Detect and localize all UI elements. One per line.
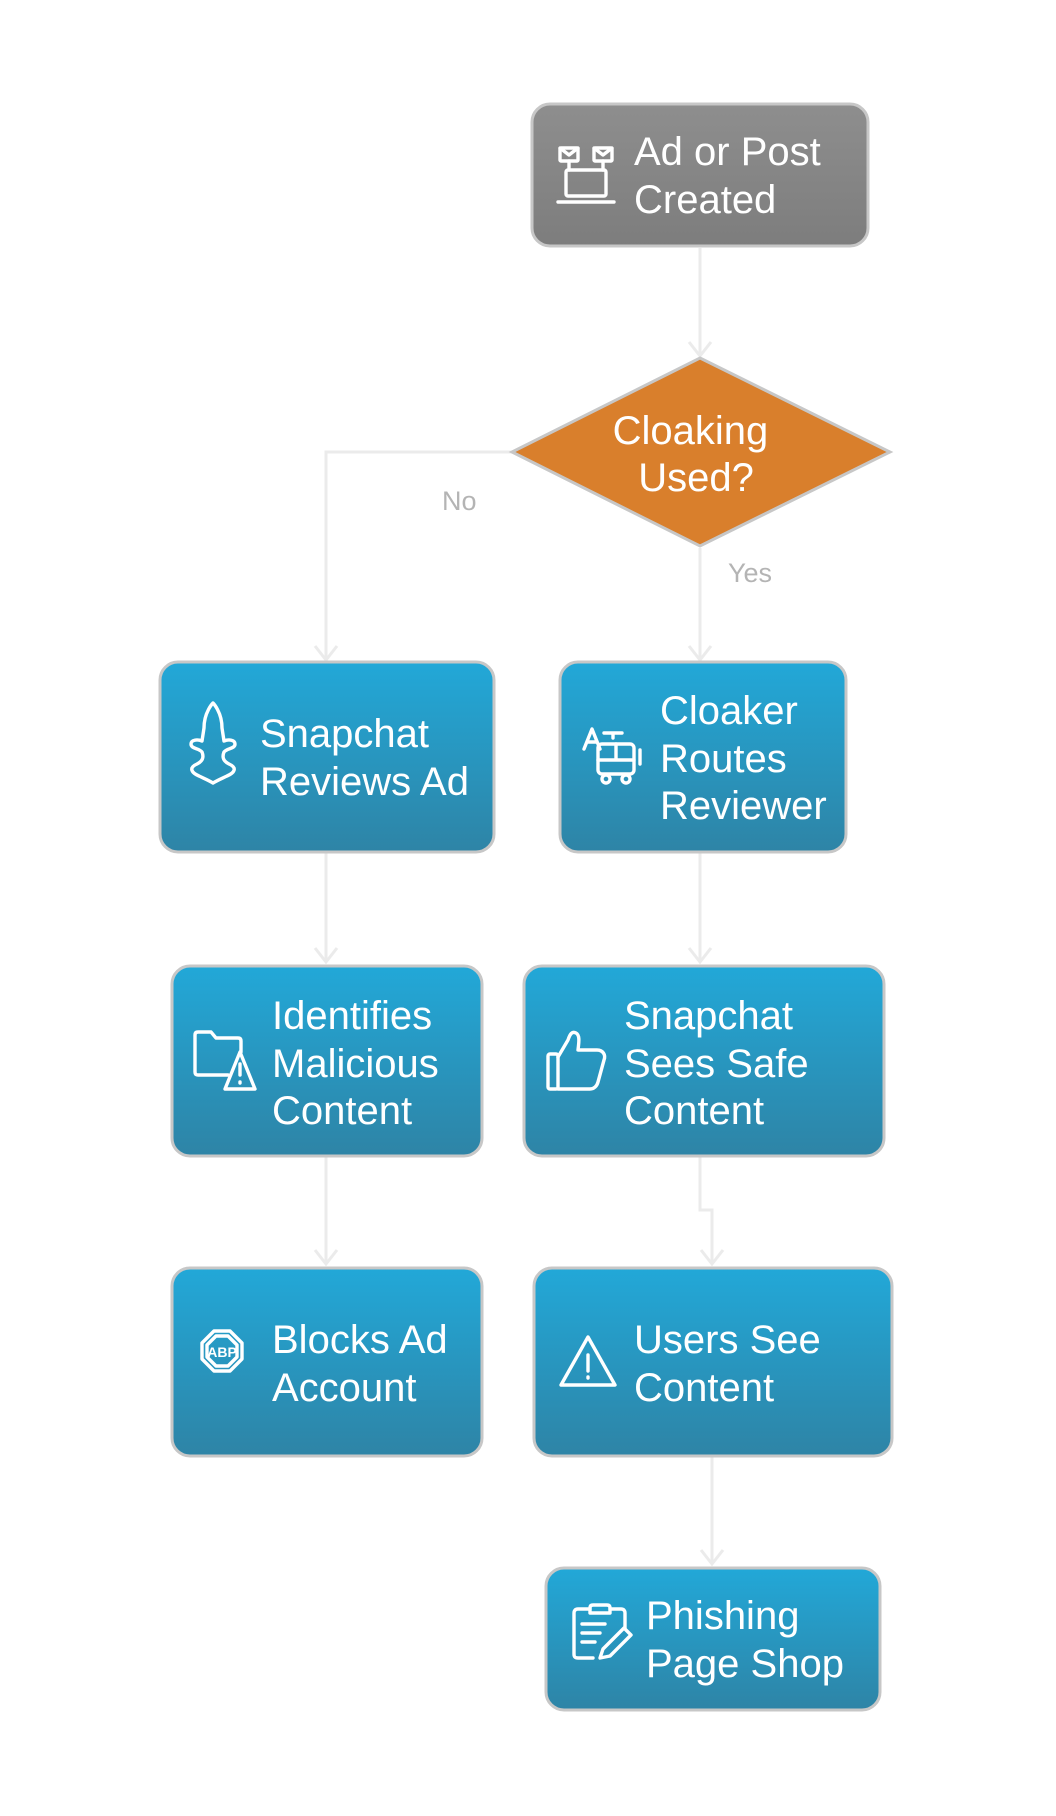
- label-line: Users See: [634, 1318, 821, 1362]
- snapchat-ghost-icon: [189, 701, 237, 785]
- node-phishing-page-shop: Phishing Page Shop: [544, 1566, 882, 1712]
- edge-label-yes: Yes: [728, 558, 772, 588]
- node-cloaking-used-decision: Cloaking Used?: [508, 356, 894, 548]
- label-line: Ad or Post: [634, 130, 821, 174]
- node-snapchat-reviews-ad: Snapchat Reviews Ad: [158, 660, 496, 854]
- label-line: Identifies: [272, 994, 432, 1038]
- node-users-see-content: Users See Content: [532, 1266, 894, 1458]
- svg-text:Phishing Page Shop: Phishing Page Shop: [646, 1594, 844, 1686]
- label-line: Snapchat: [624, 994, 793, 1038]
- label-line: Cloaker: [660, 689, 798, 733]
- label-line: Content: [272, 1089, 412, 1133]
- svg-text:Snapchat Reviews Ad: Snapchat Reviews Ad: [260, 712, 469, 804]
- laptop-mail-icon: [556, 146, 616, 204]
- label-line: Routes: [660, 737, 787, 781]
- svg-text:Blocks Ad Account: Blocks Ad Account: [272, 1318, 459, 1410]
- label-line: Content: [634, 1366, 774, 1410]
- label-line: Page Shop: [646, 1642, 844, 1686]
- label-line: Snapchat: [260, 712, 429, 756]
- node-ad-or-post-created: Ad or Post Created: [530, 102, 870, 248]
- clipboard-edit-icon: [572, 1603, 633, 1660]
- abp-icon: ABP: [200, 1329, 244, 1373]
- edge-sees-safe-to-users-see: [698, 1154, 714, 1264]
- label-line: Account: [272, 1366, 417, 1410]
- label-line: Created: [634, 178, 776, 222]
- edge-arrowhead: [313, 947, 339, 965]
- thumbs-up-icon: [546, 1030, 607, 1091]
- node-snapchat-sees-safe-content: Snapchat Sees Safe Content: [522, 964, 886, 1158]
- edge-arrowhead: [687, 341, 713, 359]
- label-line: Blocks Ad: [272, 1318, 448, 1362]
- edge-arrowhead: [699, 1249, 725, 1267]
- label-line: Used?: [638, 456, 754, 500]
- label-line: Cloaking: [613, 409, 769, 453]
- edge-arrowhead: [313, 1249, 339, 1267]
- translate-bus-icon: [582, 727, 642, 785]
- label-line: Phishing: [646, 1594, 799, 1638]
- svg-text:Snapchat Sees Safe: Snapchat Sees Safe Content: [624, 994, 820, 1133]
- node-blocks-ad-account: ABP Blocks Ad Account: [170, 1266, 484, 1458]
- label-line: Malicious: [272, 1042, 439, 1086]
- label-line: Reviewer: [660, 784, 827, 828]
- svg-text:Cloaker Routes Rev: Cloaker Routes Reviewer: [660, 689, 827, 828]
- label-line: Content: [624, 1089, 764, 1133]
- svg-text:ABP: ABP: [207, 1344, 237, 1360]
- svg-text:Identifies Malicious: Identifies Malicious Content: [272, 994, 450, 1133]
- folder-warning-icon: [193, 1030, 257, 1091]
- warning-icon: [559, 1335, 617, 1387]
- edge-arrowhead: [687, 947, 713, 965]
- edge-arrowhead: [313, 645, 339, 663]
- svg-text:Cloaking Used?: Cloaking Used?: [613, 409, 780, 500]
- node-identifies-malicious-content: Identifies Malicious Content: [170, 964, 484, 1158]
- edge-decision-no: [324, 450, 512, 660]
- svg-text:Users See Content: Users See Content: [634, 1318, 832, 1410]
- edge-arrowhead: [699, 1549, 725, 1567]
- label-line: Reviews Ad: [260, 760, 469, 804]
- label-line: Sees Safe: [624, 1042, 809, 1086]
- edge-arrowhead: [687, 645, 713, 663]
- svg-text:Ad or Post Created: Ad or Post Created: [634, 130, 832, 222]
- edge-label-no: No: [442, 486, 477, 516]
- node-cloaker-routes-reviewer: Cloaker Routes Reviewer: [558, 660, 848, 854]
- edges: No Yes: [313, 248, 772, 1567]
